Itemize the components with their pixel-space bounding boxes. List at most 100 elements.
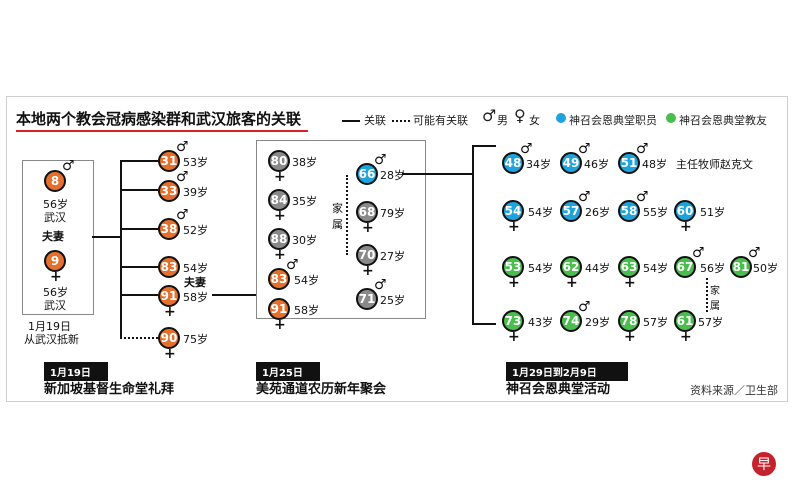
- case-54-age: 54岁: [528, 206, 553, 219]
- case-node-49: 49: [560, 152, 582, 174]
- case-80-age: 38岁: [292, 156, 317, 169]
- case-83-age: 54岁: [183, 262, 208, 275]
- event-date-chip: 1月29日到2月9日: [506, 362, 628, 381]
- case-63-age: 54岁: [643, 262, 668, 275]
- legend-green-dot: [666, 113, 676, 123]
- legend-possible-label: 可能有关联: [413, 114, 468, 127]
- source-credit: 资料来源／卫生部: [690, 384, 778, 397]
- family-label: 家属: [332, 202, 343, 231]
- female-icon: +: [508, 329, 520, 345]
- case-68-age: 79岁: [380, 207, 405, 220]
- female-icon: +: [274, 247, 286, 263]
- case-81-age: 50岁: [753, 262, 778, 275]
- case-node-81: 81: [730, 256, 752, 278]
- case-node-73: 73: [502, 310, 524, 332]
- female-icon: +: [164, 304, 176, 320]
- case-33-age: 39岁: [183, 186, 208, 199]
- female-icon: +: [508, 219, 520, 235]
- male-icon: ♂: [176, 139, 189, 155]
- case-91-b-age: 58岁: [294, 304, 319, 317]
- case-67-age: 56岁: [700, 262, 725, 275]
- female-icon: +: [274, 317, 286, 333]
- case-49-age: 46岁: [584, 158, 609, 171]
- male-icon: ♂: [748, 245, 761, 261]
- case-74-age: 29岁: [585, 316, 610, 329]
- case-58-age: 55岁: [643, 206, 668, 219]
- case-48-age: 34岁: [526, 158, 551, 171]
- case-node-57: 57: [560, 200, 582, 222]
- pastor-label: 主任牧师赵克文: [676, 158, 753, 171]
- arrival-text: 从武汉抵新: [24, 333, 79, 346]
- case-node-60: 60: [674, 200, 696, 222]
- case-73-age: 43岁: [528, 316, 553, 329]
- male-icon: ♂: [578, 189, 591, 205]
- connector-line: [402, 173, 472, 175]
- male-icon: ♂: [374, 277, 387, 293]
- legend-link-label: 关联: [364, 114, 386, 127]
- female-icon: +: [362, 263, 374, 279]
- case-78-age: 57岁: [643, 316, 668, 329]
- brand-logo: 早: [752, 452, 776, 476]
- case-node-63: 63: [618, 256, 640, 278]
- possible-link-line: [120, 337, 158, 339]
- branch-line: [120, 228, 158, 230]
- case-9-place: 武汉: [44, 299, 66, 312]
- male-icon: ♂: [482, 106, 497, 125]
- female-icon: +: [624, 275, 636, 291]
- female-icon: +: [274, 208, 286, 224]
- case-9-age: 56岁: [43, 286, 68, 299]
- legend-blue-label: 神召会恩典堂职员: [569, 114, 657, 127]
- case-51-age: 48岁: [642, 158, 667, 171]
- female-icon: ♀: [514, 106, 526, 125]
- case-node-53: 53: [502, 256, 524, 278]
- female-icon: +: [362, 220, 374, 236]
- case-66-age: 28岁: [380, 169, 405, 182]
- branch-line: [472, 323, 496, 325]
- case-node-66: 66: [356, 163, 378, 185]
- case-61-age: 57岁: [698, 316, 723, 329]
- event-title: 新加坡基督生命堂礼拜: [44, 382, 175, 397]
- male-icon: ♂: [636, 189, 649, 205]
- connector-line: [212, 294, 256, 296]
- branch-line: [120, 294, 158, 296]
- branch-line: [472, 145, 496, 147]
- new-year-gathering-box: [256, 140, 426, 319]
- case-node-62: 62: [560, 256, 582, 278]
- case-node-8: 8: [44, 170, 66, 192]
- male-icon: ♂: [692, 245, 705, 261]
- legend-female-label: 女: [529, 114, 540, 127]
- event-title: 美苑通道农历新年聚会: [256, 382, 387, 397]
- page-title: 本地两个教会冠病感染群和武汉旅客的关联: [16, 110, 302, 128]
- family-bracket: [706, 278, 708, 312]
- case-node-9: 9: [44, 250, 66, 272]
- event-title: 神召会恩典堂活动: [506, 382, 611, 397]
- branch-line: [120, 189, 158, 191]
- legend-solid-line: [342, 120, 360, 122]
- connector-line: [92, 236, 120, 238]
- case-node-38: 38: [158, 218, 180, 240]
- case-84-age: 35岁: [292, 195, 317, 208]
- case-62-age: 44岁: [585, 262, 610, 275]
- female-icon: +: [508, 275, 520, 291]
- case-node-80: 80: [268, 150, 290, 172]
- group3-trunk: [472, 145, 474, 325]
- case-node-33: 33: [158, 180, 180, 202]
- case-71-age: 25岁: [380, 294, 405, 307]
- male-icon: ♂: [62, 158, 75, 174]
- case-88-age: 30岁: [292, 234, 317, 247]
- case-8-age: 56岁: [43, 198, 68, 211]
- legend-green-label: 神召会恩典堂教友: [679, 114, 767, 127]
- case-node-48: 48: [502, 152, 524, 174]
- case-57-age: 26岁: [585, 206, 610, 219]
- case-node-83: 83: [158, 256, 180, 278]
- case-node-88: 88: [268, 228, 290, 250]
- female-icon: +: [680, 219, 692, 235]
- legend-male-label: 男: [497, 114, 508, 127]
- case-node-67: 67: [674, 256, 696, 278]
- male-icon: ♂: [578, 299, 591, 315]
- couple-label: 夫妻: [184, 276, 206, 289]
- male-icon: ♂: [520, 141, 533, 157]
- case-node-74: 74: [560, 310, 582, 332]
- male-icon: ♂: [286, 257, 299, 273]
- male-icon: ♂: [636, 141, 649, 157]
